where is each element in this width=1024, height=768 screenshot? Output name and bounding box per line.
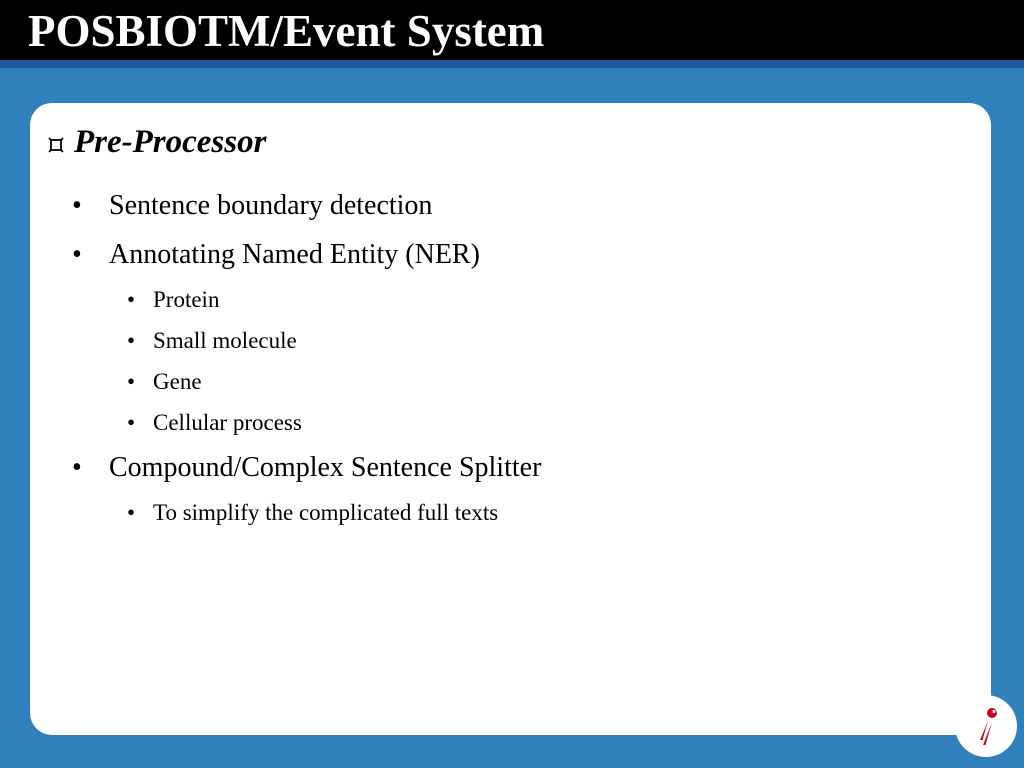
list-item-text: Gene bbox=[153, 369, 202, 394]
slide-title: POSBIOTM/Event System bbox=[28, 6, 545, 56]
bullet-icon: • bbox=[127, 328, 136, 353]
sub-list-item: • Protein bbox=[127, 286, 219, 314]
bullet-icon: • bbox=[127, 500, 136, 525]
list-item-text: Small molecule bbox=[153, 328, 297, 353]
title-bar bbox=[0, 0, 1024, 60]
sub-list-item: • Cellular process bbox=[127, 409, 302, 437]
bullet-icon: • bbox=[72, 190, 82, 221]
logo bbox=[955, 695, 1017, 757]
content-panel: Pre-Processor • Sentence boundary detect… bbox=[30, 103, 991, 735]
section-heading: Pre-Processor bbox=[48, 123, 266, 161]
section-heading-text: Pre-Processor bbox=[74, 124, 267, 160]
sub-list-item: • To simplify the complicated full texts bbox=[127, 499, 498, 527]
list-item: • Compound/Complex Sentence Splitter bbox=[72, 451, 541, 485]
bullet-icon: • bbox=[127, 410, 136, 435]
bullet-icon: • bbox=[127, 287, 136, 312]
sub-list-item: • Small molecule bbox=[127, 327, 297, 355]
list-item: • Annotating Named Entity (NER) bbox=[72, 238, 480, 272]
list-item-text: Protein bbox=[153, 287, 220, 312]
bullet-icon: • bbox=[72, 452, 82, 483]
list-item: • Sentence boundary detection bbox=[72, 189, 432, 223]
bullet-icon: • bbox=[72, 239, 82, 270]
list-item-text: To simplify the complicated full texts bbox=[153, 500, 499, 525]
bullet-icon: • bbox=[127, 369, 136, 394]
square-bullet-icon bbox=[48, 137, 64, 153]
list-item-text: Compound/Complex Sentence Splitter bbox=[109, 452, 542, 483]
list-item-text: Annotating Named Entity (NER) bbox=[109, 239, 480, 270]
list-item-text: Sentence boundary detection bbox=[109, 190, 433, 221]
sub-list-item: • Gene bbox=[127, 368, 202, 396]
list-item-text: Cellular process bbox=[153, 410, 302, 435]
title-divider bbox=[0, 60, 1024, 68]
pen-nib-logo-icon bbox=[980, 708, 997, 745]
